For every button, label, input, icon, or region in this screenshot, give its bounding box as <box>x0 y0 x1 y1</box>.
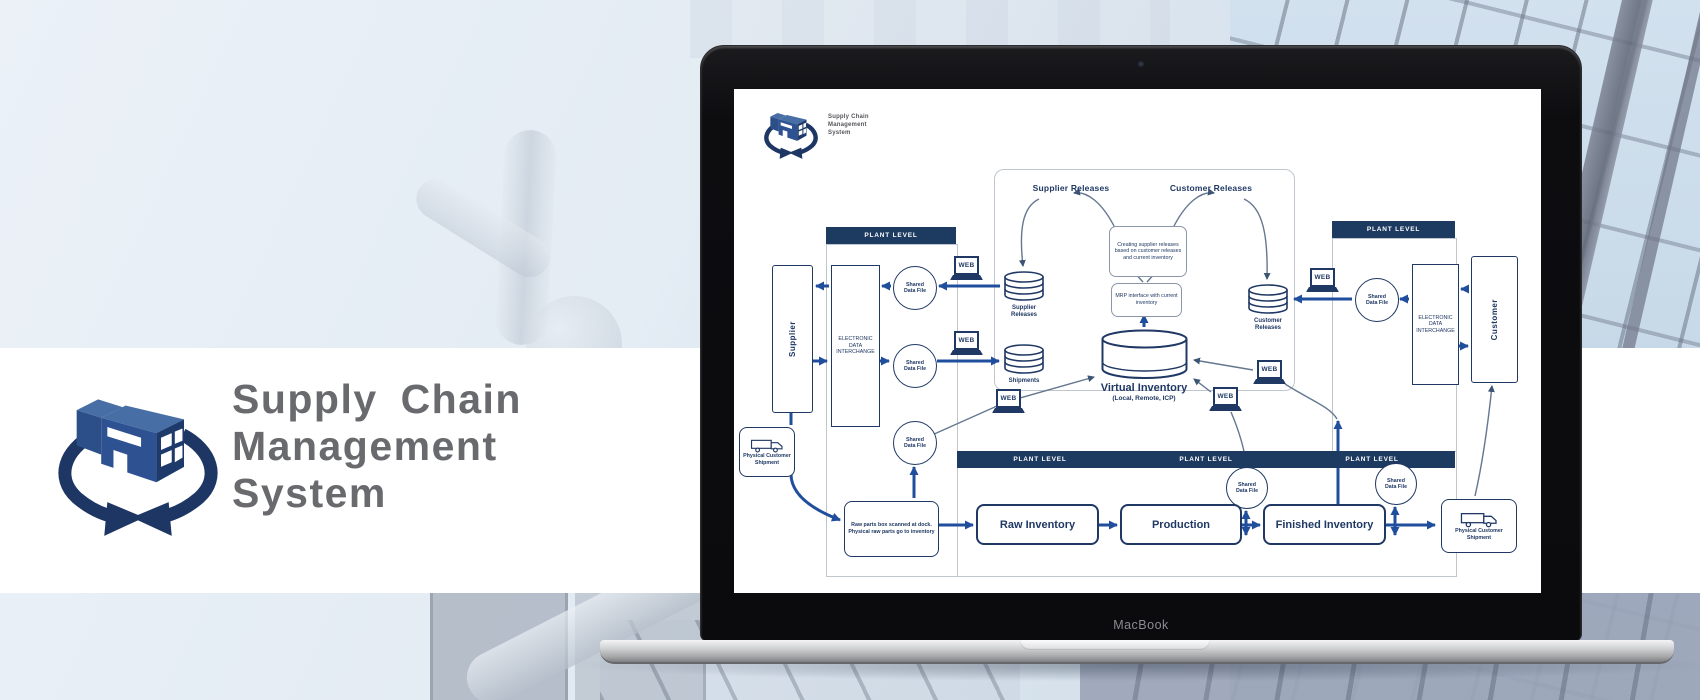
macbook-mockup: MacBook Supply Chain Management System P… <box>700 45 1582 642</box>
shared-data-file-3: Shared Data File <box>893 421 937 465</box>
finished-inventory-box: Finished Inventory <box>1263 504 1386 545</box>
macbook-base <box>600 640 1674 664</box>
truck-icon <box>1459 511 1499 528</box>
creating-releases-note: Creating supplier releases based on cust… <box>1109 226 1187 277</box>
shared-data-file-label: Shared Data File <box>903 437 927 449</box>
customer-releases-cylinder <box>1248 284 1288 314</box>
web-label: WEB <box>1257 360 1282 379</box>
banner-label: PLANT LEVEL <box>1345 456 1399 463</box>
plant-level-banner-right: PLANT LEVEL <box>1332 221 1455 238</box>
shared-data-file-label: Shared Data File <box>1365 294 1389 306</box>
note-text: Creating supplier releases based on cust… <box>1114 241 1182 261</box>
raw-inventory-box: Raw Inventory <box>976 504 1099 545</box>
hero-title: Supply Chain Management System <box>232 376 522 517</box>
shared-data-file-label: Shared Data File <box>903 282 927 294</box>
scm-logo-small <box>760 99 822 161</box>
flow-box-label: Production <box>1151 518 1211 531</box>
screen-logo-line: Management <box>828 122 867 128</box>
web-label: WEB <box>1310 268 1335 287</box>
macbook-lid-notch <box>1020 640 1210 650</box>
shared-data-file-5: Shared Data File <box>1226 467 1268 509</box>
customer-releases-title: Customer Releases <box>1169 183 1253 193</box>
plant-level-banner-left: PLANT LEVEL <box>826 227 956 244</box>
banner-label: PLANT LEVEL <box>1179 456 1233 463</box>
physical-shipment-right: Physical Customer Shipment <box>1441 499 1517 553</box>
webcam-dot <box>1138 61 1144 67</box>
web-label: WEB <box>954 256 979 275</box>
plant-level-banner-bottom: PLANT LEVEL PLANT LEVEL PLANT LEVEL <box>957 451 1455 468</box>
supplier-box: Supplier <box>772 265 813 413</box>
edi-box-right: ELECTRONIC DATA INTERCHANGE <box>1412 264 1459 385</box>
hero-title-line: Supply Chain <box>232 376 522 422</box>
edi-label: ELECTRONIC DATA INTERCHANGE <box>1416 314 1455 334</box>
web-terminal-1: WEB <box>950 256 983 280</box>
web-label: WEB <box>996 389 1021 408</box>
virtual-inventory-cylinder <box>1101 329 1188 379</box>
web-terminal-2: WEB <box>950 331 983 355</box>
virtual-inventory-title: Virtual Inventory <box>1100 382 1188 394</box>
laptop-keyboard-icon <box>950 350 983 355</box>
macbook-brand-label: MacBook <box>1113 618 1169 632</box>
web-label: WEB <box>954 331 979 350</box>
web-label: WEB <box>1213 387 1238 406</box>
laptop-keyboard-icon <box>1209 406 1242 411</box>
customer-label: Customer <box>1490 298 1499 341</box>
supplier-releases-title: Supplier Releases <box>1032 183 1110 193</box>
truck-icon <box>750 438 784 453</box>
supplier-releases-cylinder-caption: Supplier Releases <box>1010 305 1038 318</box>
web-terminal-3: WEB <box>992 389 1025 413</box>
hero-title-line: Management <box>232 423 498 469</box>
shared-data-file-1: Shared Data File <box>893 266 937 310</box>
mrp-interface-note: MRP interface with current inventory <box>1111 283 1182 317</box>
supplier-releases-cylinder <box>1004 271 1044 301</box>
flow-box-label: Raw Inventory <box>999 518 1076 531</box>
customer-releases-cylinder-caption: Customer Releases <box>1253 318 1282 331</box>
virtual-inventory-subtitle: (Local, Remote, ICP) <box>1112 395 1176 402</box>
banner-label: PLANT LEVEL <box>1013 456 1067 463</box>
physical-shipment-left: Physical Customer Shipment <box>739 427 795 477</box>
hero-title-line: System <box>232 470 387 516</box>
shipments-cylinder-caption: Shipments <box>1008 378 1040 384</box>
edi-box-left: ELECTRONIC DATA INTERCHANGE <box>831 265 880 427</box>
shared-data-file-2: Shared Data File <box>893 344 937 388</box>
web-terminal-5: WEB <box>1253 360 1286 384</box>
shared-data-file-label: Shared Data File <box>1384 478 1408 490</box>
shared-data-file-6: Shared Data File <box>1375 463 1417 505</box>
laptop-keyboard-icon <box>1253 379 1286 384</box>
shared-data-file-label: Shared Data File <box>903 360 927 372</box>
raw-parts-note: Raw parts box scanned at dock. Physical … <box>844 501 939 557</box>
shipments-cylinder <box>1004 344 1044 374</box>
laptop-keyboard-icon <box>992 408 1025 413</box>
laptop-keyboard-icon <box>1306 287 1339 292</box>
shared-data-file-label: Shared Data File <box>1235 482 1259 494</box>
screen-logo-text: Supply Chain Management System <box>828 113 869 137</box>
scm-logo <box>46 358 230 542</box>
banner-label: PLANT LEVEL <box>864 232 918 239</box>
laptop-keyboard-icon <box>950 275 983 280</box>
laptop-screen: Supply Chain Management System PLANT LEV… <box>734 89 1541 593</box>
supplier-label: Supplier <box>788 320 797 357</box>
web-terminal-4: WEB <box>1209 387 1242 411</box>
screen-logo-line: System <box>828 130 851 136</box>
note-text: Raw parts box scanned at dock. Physical … <box>848 522 935 535</box>
physical-shipment-label: Physical Customer Shipment <box>743 453 791 466</box>
flow-box-label: Finished Inventory <box>1275 518 1374 531</box>
customer-box: Customer <box>1471 256 1518 383</box>
shared-data-file-4: Shared Data File <box>1355 278 1399 322</box>
physical-shipment-label: Physical Customer Shipment <box>1455 528 1503 541</box>
edi-label: ELECTRONIC DATA INTERCHANGE <box>836 336 875 356</box>
screen-logo-line: Supply Chain <box>828 114 869 120</box>
production-box: Production <box>1120 504 1242 545</box>
note-text: MRP interface with current inventory <box>1115 293 1178 306</box>
banner-label: PLANT LEVEL <box>1366 226 1421 233</box>
web-terminal-6: WEB <box>1306 268 1339 292</box>
